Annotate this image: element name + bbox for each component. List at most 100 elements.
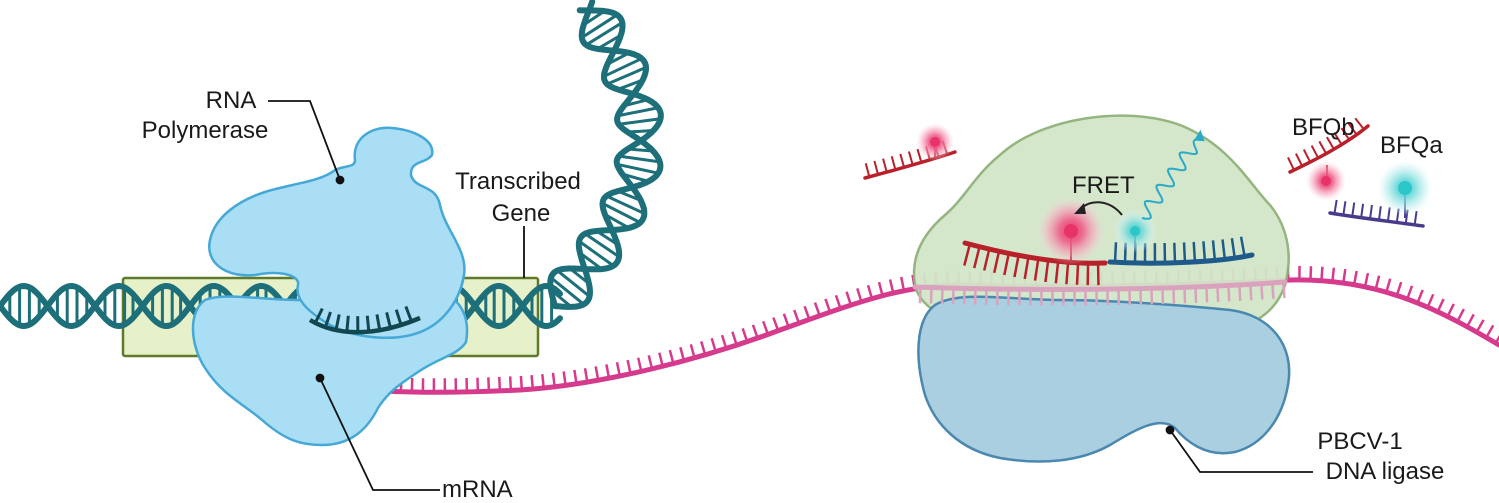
label-rna-polymerase-2: Polymerase [141,117,269,144]
strand-base [1333,199,1338,214]
strand-base [1221,239,1227,260]
strand-base [1192,241,1197,262]
bfqb-fluorophore [1306,161,1346,201]
fret-arrow-head [1074,203,1086,214]
dna-base-pair [585,21,624,47]
strand-base [864,163,871,178]
strand-base [782,313,790,328]
strand-base [803,305,811,320]
dna-backbone [547,0,664,309]
strand-base [1065,262,1070,285]
strand-base [1044,259,1050,283]
hybrid-base [394,309,403,326]
strand-base [668,349,675,364]
strand-base [573,369,578,384]
label-transcribed-gene-1: Transcribed [455,168,581,195]
strand-base [1377,206,1382,221]
label-transcribed-gene-2: Gene [491,200,551,227]
strand-base [594,366,600,381]
free-probe-bfqb [1287,117,1370,174]
hybrid-base [365,315,371,332]
strand-base [658,352,664,367]
strand-base [1436,298,1445,313]
hybrid-base [323,311,332,328]
strand-base [1354,117,1365,130]
strand-base [1194,286,1198,303]
strand-base [1385,278,1392,293]
strand-base [1295,153,1304,167]
strand-base [615,362,622,377]
strand-base [1326,136,1335,150]
emission-arrow-head [1193,129,1205,142]
strand-base [982,248,991,271]
strand-base [1310,145,1320,159]
strand-base [1249,284,1253,301]
strand-base [918,287,922,304]
strand-base [973,246,981,269]
strand-base [1465,313,1475,328]
strand-base [583,368,589,383]
strand-base [1456,308,1465,323]
strand-base [1183,287,1187,304]
strand-base [1211,240,1217,261]
strand-base [1239,236,1246,257]
dna-base-pair [618,117,661,126]
strand-base [1205,286,1209,303]
strand-base [1320,266,1324,281]
strand-base [1331,267,1336,282]
strand-base [824,298,832,313]
leader-ligase [1169,429,1313,473]
emission-wave [1141,136,1201,220]
label-ligase-2: DNA ligase [1325,458,1445,485]
strand-base [1216,285,1220,303]
strand-base [519,375,524,390]
strand-base [1342,268,1347,284]
strand-base [1003,253,1010,276]
rna-polymerase [191,126,469,447]
leader-rna-polymerase [268,100,341,181]
strand-base [541,373,546,389]
hybrid-base [385,312,392,329]
dna-base-pair [581,13,618,39]
free-probe-red-fluorophore [916,123,954,161]
strand-base [710,337,717,353]
strand-base [720,334,728,349]
strand-base [530,374,535,390]
dna-base-pair [584,232,620,259]
strand-base [741,327,749,343]
strand-base [1352,270,1358,285]
strand-base [866,284,874,299]
strand-base [890,156,897,171]
dna-base-pair [616,162,659,175]
strand-base [1238,284,1242,301]
strand-base [1340,127,1351,141]
strand-base [731,331,738,346]
dna-base-pair [550,276,585,306]
strand-base [813,302,821,317]
strand-base [1395,281,1403,296]
strand-base [487,377,491,392]
strand-base [1033,258,1040,281]
mrna-in-ligase [912,279,1288,306]
strand-base [963,243,972,266]
dna-base-pair [578,240,615,267]
hybrid-base [345,315,350,332]
strand-base [1230,238,1236,259]
strand-base [772,317,780,332]
bfqa-fluorophore [1377,160,1433,218]
strand-base [845,291,853,306]
strand-base [1054,261,1060,284]
strand-base [679,346,686,362]
dna-base-pair [605,194,645,215]
dna-base-pair [603,57,643,78]
label-ligase-1: PBCV-1 [1317,428,1403,455]
strand-base [1260,283,1264,300]
strand-base [793,309,801,324]
strand-base [1369,204,1373,220]
strand-base [1202,241,1207,262]
fret-acceptor-fluorophore [1113,209,1157,263]
hybrid-base [313,307,324,324]
strand-base [1023,256,1030,280]
